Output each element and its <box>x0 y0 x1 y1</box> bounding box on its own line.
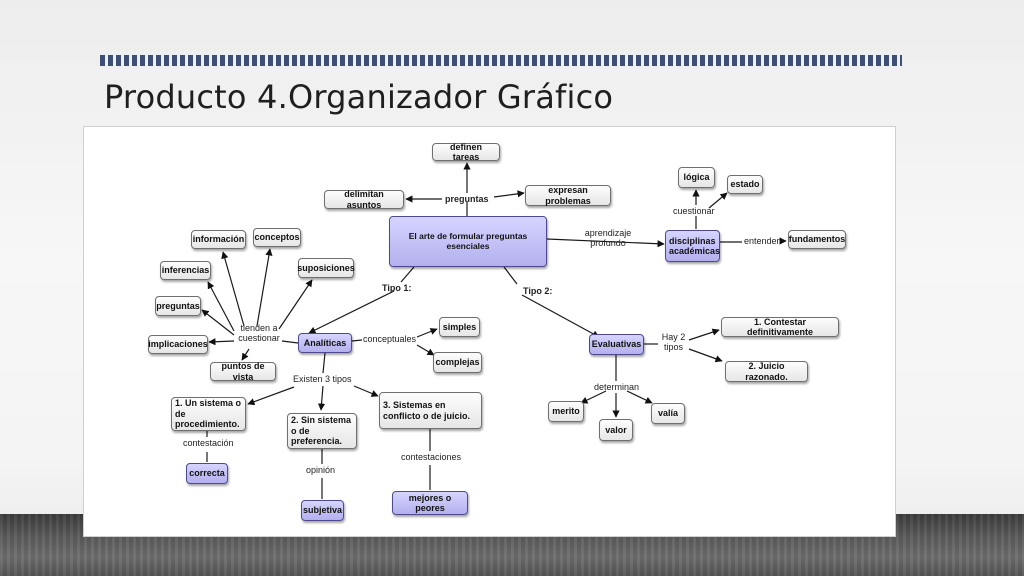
simples-node: simples <box>439 317 480 337</box>
expresan-problemas-node: expresan problemas <box>525 185 611 206</box>
connector-lines <box>201 162 787 499</box>
contestaciones-link-label: contestaciones <box>401 452 462 462</box>
decorative-dashed-bar <box>100 55 902 66</box>
sistemas-conflicto-node: 3. Sistemas en conflicto o de juicio. <box>379 392 482 429</box>
valia-node: valía <box>651 403 685 424</box>
sin-sistema-node: 2. Sin sistema o de preferencia. <box>287 413 357 449</box>
existen-3-tipos-label: Existen 3 tipos <box>293 374 352 384</box>
definen-tareas-node: definen tareas <box>432 142 500 162</box>
tienden-a-cuestionar-label: tienden a cuestionar <box>238 323 280 343</box>
slide-title: Producto 4.Organizador Gráfico <box>104 78 614 116</box>
preguntas-link-label: preguntas <box>445 194 489 204</box>
valor-node: valor <box>599 419 633 441</box>
juicio-razonado-node: 2. Juicio razonado. <box>725 361 808 382</box>
merito-node: merito <box>548 401 584 422</box>
determinan-link-label: determinan <box>594 382 640 392</box>
implicaciones-node: implicaciones <box>148 335 208 354</box>
logica-node: lógica <box>678 167 715 188</box>
conceptuales-link-label: conceptuales <box>363 334 417 344</box>
opinion-link-label: opinión <box>306 465 336 475</box>
delimitan-asuntos-node: delimitan asuntos <box>324 189 404 210</box>
suposiciones-node: suposiciones <box>297 258 355 278</box>
conceptos-node: conceptos <box>253 228 301 247</box>
hay-2-tipos-label: Hay 2 tipos <box>661 332 686 352</box>
disciplinas-academicas-node: disciplinas académicas <box>665 230 720 262</box>
correcta-node: correcta <box>186 463 228 484</box>
puntos-de-vista-node: puntos de vista <box>210 361 276 382</box>
central-topic-node: El arte de formular preguntas esenciales <box>389 216 547 267</box>
evaluativas-node: Evaluativas <box>589 334 644 355</box>
complejas-node: complejas <box>433 352 482 373</box>
sistema-procedimiento-node: 1. Un sistema o de procedimiento. <box>171 397 246 431</box>
preguntas-node: preguntas <box>155 296 201 316</box>
fundamentos-node: fundamentos <box>788 230 846 249</box>
tipo1-label: Tipo 1: <box>382 283 412 293</box>
subjetiva-node: subjetiva <box>301 500 344 521</box>
aprendizaje-profundo-label: aprendizaje profundo <box>584 228 632 248</box>
estado-node: estado <box>727 175 763 194</box>
concept-map-panel: El arte de formular preguntas esenciales… <box>83 126 896 537</box>
contestacion-link-label: contestación <box>183 438 234 448</box>
inferencias-node: inferencias <box>160 261 211 280</box>
analiticas-node: Analíticas <box>298 333 352 353</box>
mejores-o-peores-node: mejores o peores <box>392 491 468 515</box>
contestar-definitivamente-node: 1. Contestar definitivamente <box>721 317 839 337</box>
tipo2-label: Tipo 2: <box>523 286 553 296</box>
cuestionar-link-label: cuestionar <box>673 206 715 216</box>
entender-link-label: entender <box>744 236 780 246</box>
informacion-node: información <box>191 230 246 249</box>
